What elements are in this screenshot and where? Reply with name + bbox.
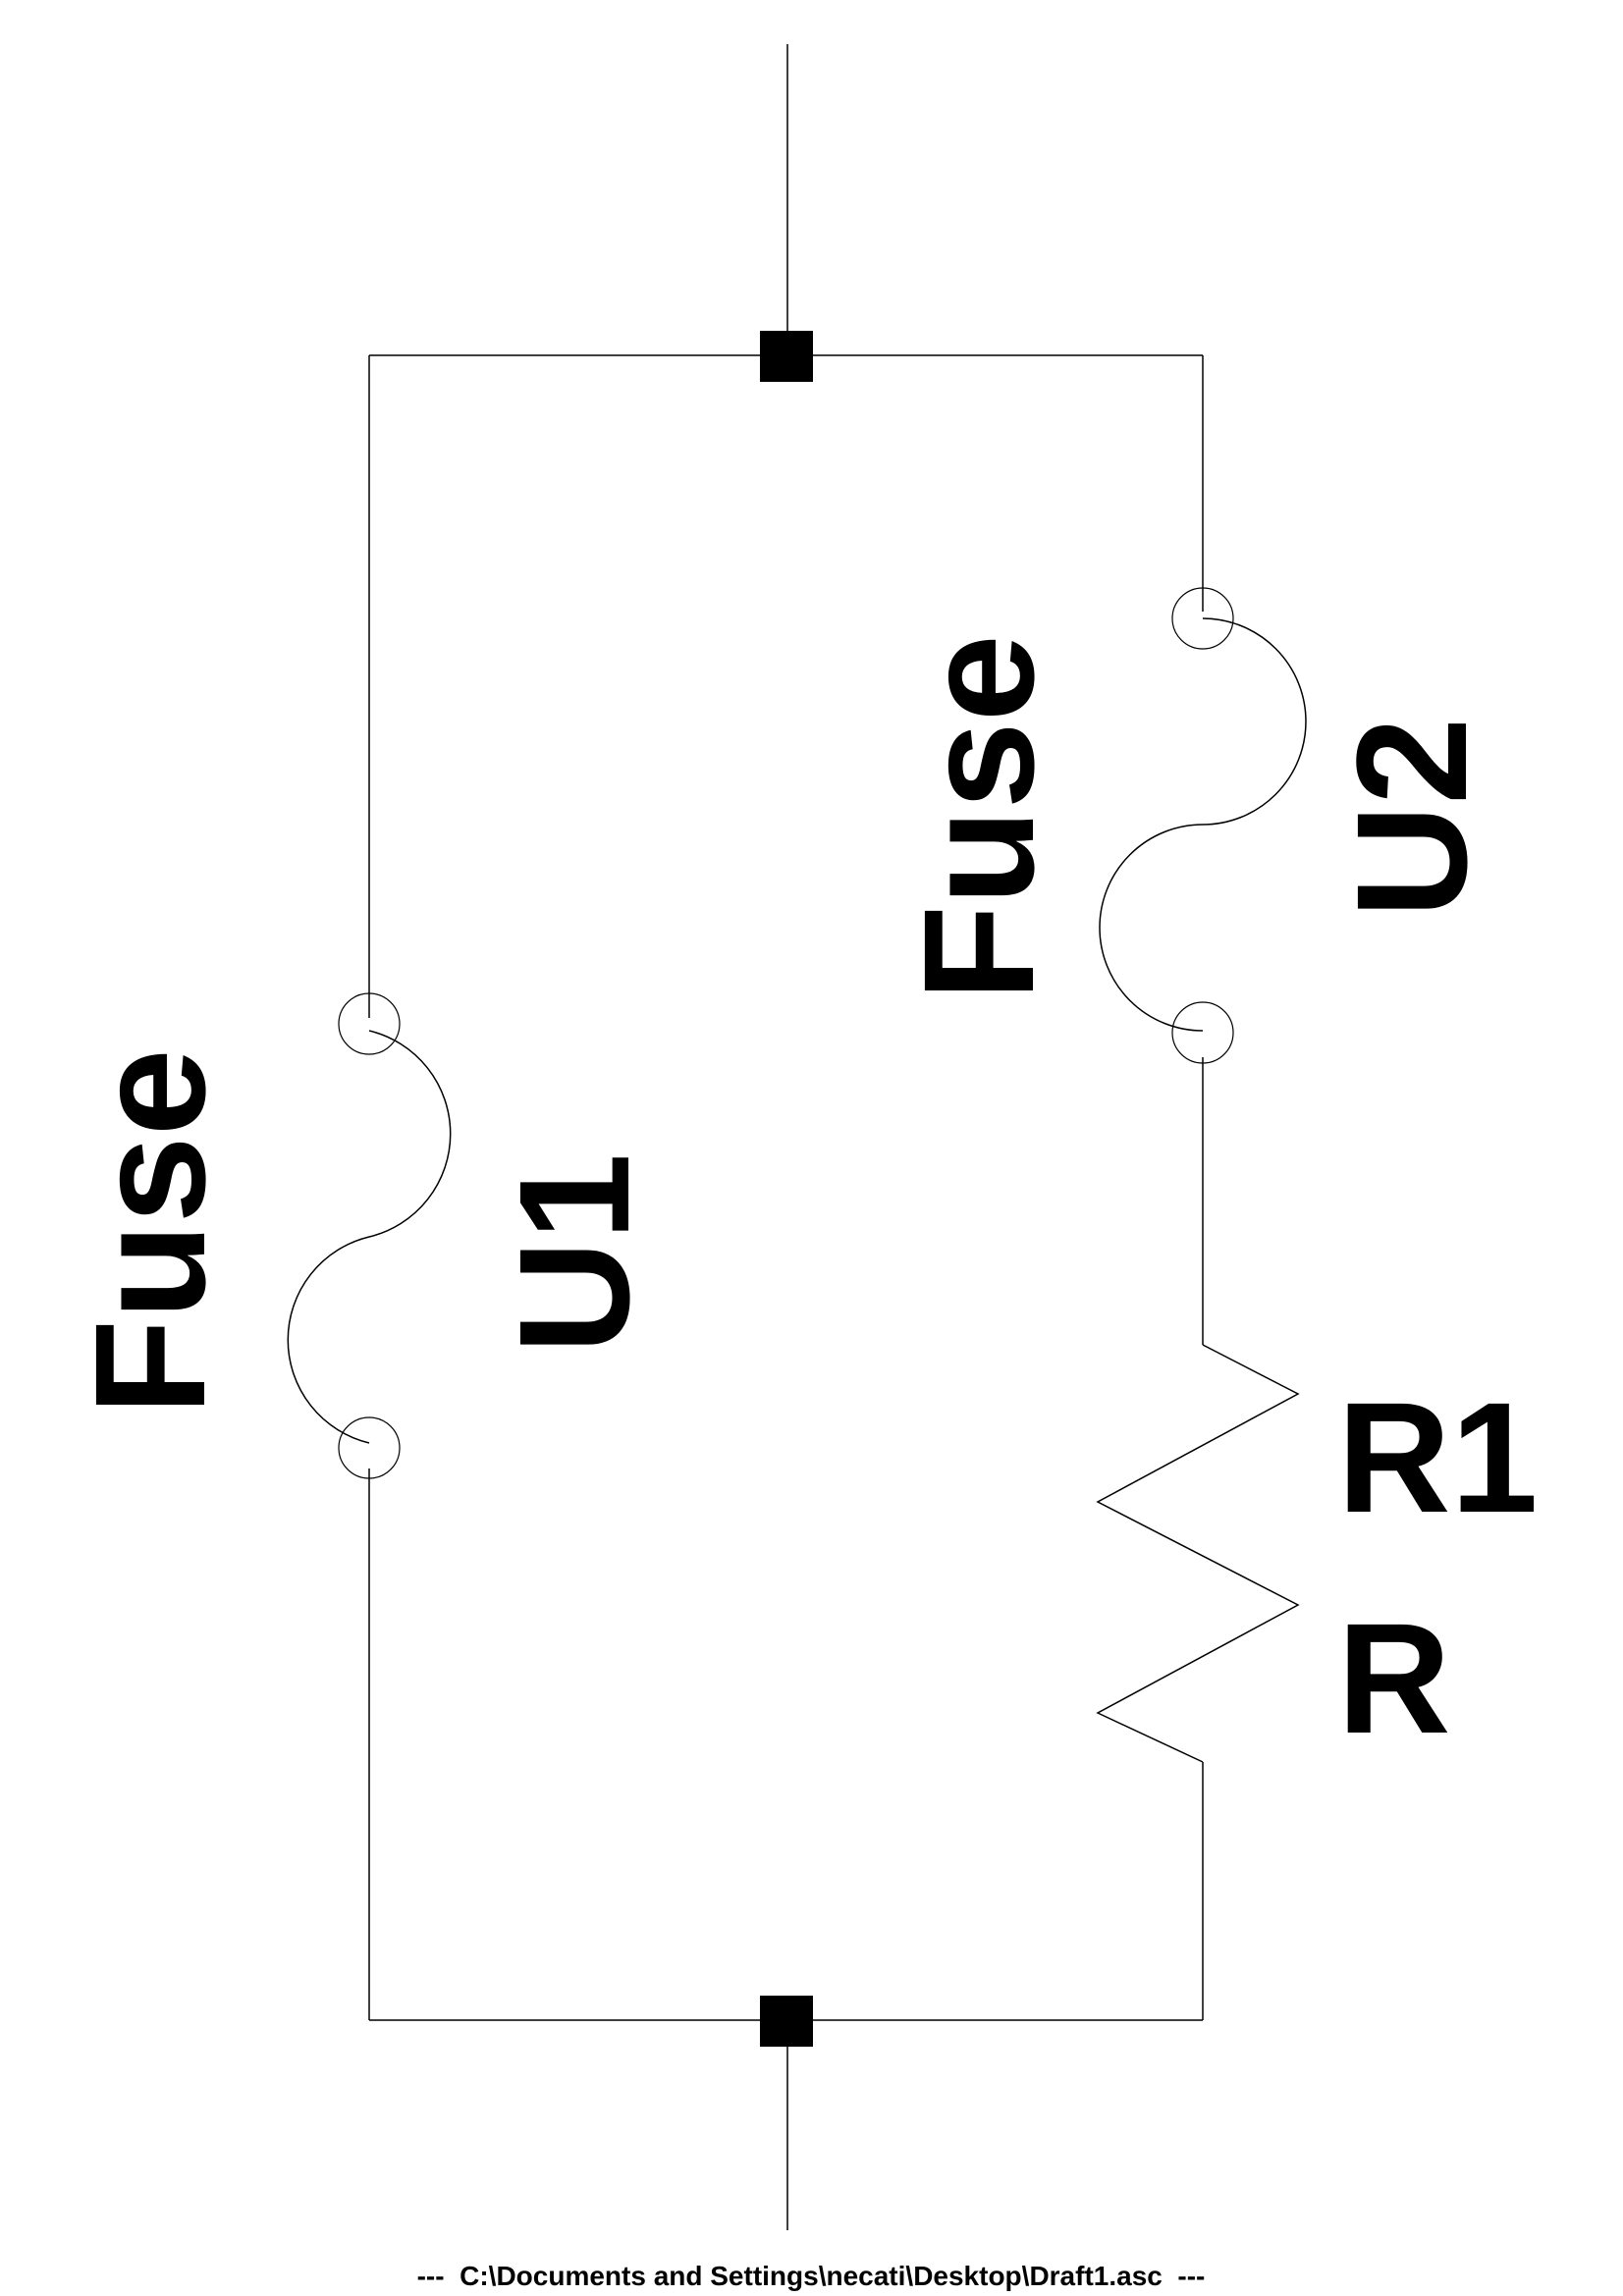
fuse-u2-pin-top	[1171, 587, 1234, 650]
top-junction	[760, 331, 813, 382]
fuse-u1-type-label: Fuse	[62, 1048, 238, 1415]
resistor-r1-ref-label: R1	[1337, 1369, 1539, 1545]
fuse-u1-body	[287, 1030, 452, 1444]
fuse-u2-ref-label: U2	[1324, 718, 1499, 919]
fuse-u1-pin-top	[338, 992, 401, 1055]
resistor-r1-body	[1096, 1344, 1300, 1763]
fuse-u2-body	[1099, 617, 1307, 1032]
fuse-u1-ref-label: U1	[486, 1153, 662, 1355]
resistor-r1-value-label: R	[1337, 1590, 1451, 1766]
fuse-u2-symbol	[1099, 587, 1307, 1064]
fuse-u2-pin-bottom	[1171, 1001, 1234, 1064]
file-path-footer: --- C:\Documents and Settings\necati\Des…	[417, 2261, 1206, 2291]
fuse-u1-symbol	[287, 992, 452, 1479]
bottom-junction	[760, 1996, 813, 2047]
fuse-u2-type-label: Fuse	[891, 634, 1066, 1000]
